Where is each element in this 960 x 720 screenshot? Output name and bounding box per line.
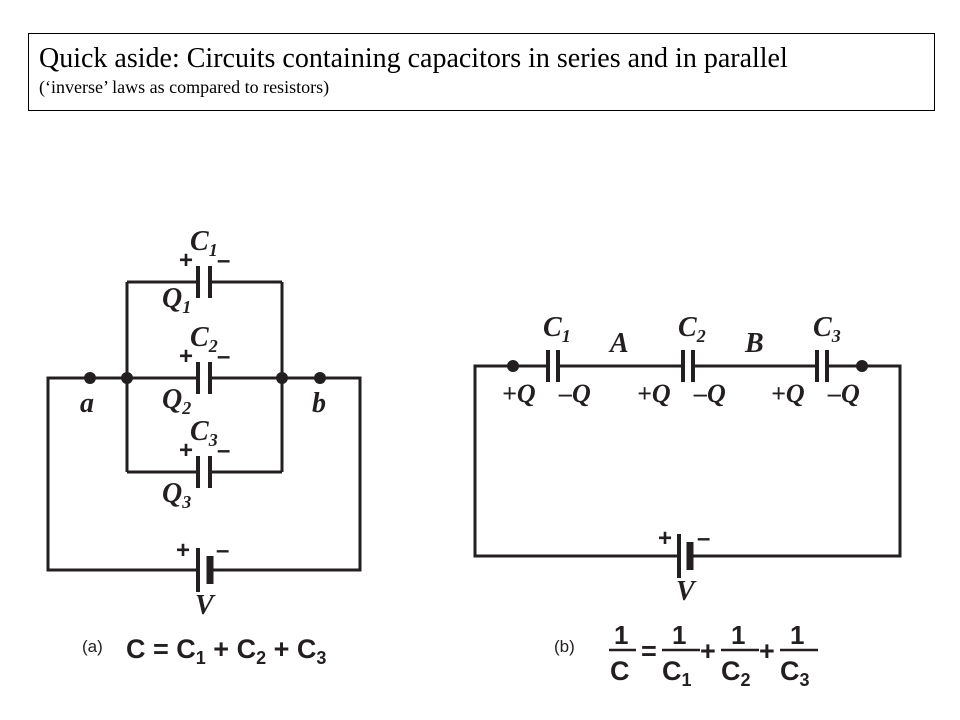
equation-b: 1 C = 1 C1 + 1 C2 + 1 C3 — [609, 620, 818, 690]
label-battery-a: V — [195, 590, 216, 621]
frac-den-1: C1 — [662, 656, 692, 690]
equals-sign: = — [641, 636, 657, 666]
label-battery-b: V — [676, 576, 697, 607]
frac-num-2: 1 — [731, 620, 745, 650]
label-c2-a: C2 — [190, 322, 218, 356]
plus-c3-a: + — [179, 437, 193, 464]
minus-c2-a: – — [217, 343, 230, 370]
label-node-B: B — [744, 328, 764, 359]
charge-minus-c3: –Q — [827, 379, 860, 408]
parallel-circuit: C1 + – Q1 C2 + – Q2 C3 + – Q3 a b + – V … — [46, 226, 362, 668]
battery-b — [677, 534, 694, 578]
junction-left-dot — [121, 372, 133, 384]
terminal-right-dot — [856, 360, 868, 372]
series-circuit: C1 C2 C3 A B +Q –Q +Q –Q +Q –Q + – V (b)… — [473, 312, 902, 690]
frac-den-lhs: C — [610, 656, 630, 686]
minus-c1-a: – — [217, 247, 230, 274]
plus-sign-1: + — [700, 636, 716, 666]
label-c1-b: C1 — [543, 312, 571, 346]
frac-den-3: C3 — [780, 656, 810, 690]
label-c2-b: C2 — [678, 312, 706, 346]
label-node-b: b — [312, 388, 326, 419]
minus-battery-a: – — [216, 537, 229, 564]
plus-c2-a: + — [179, 343, 193, 370]
battery-a — [196, 548, 214, 592]
charge-plus-c3: +Q — [771, 379, 805, 408]
frac-num-lhs: 1 — [614, 620, 628, 650]
capacitor-c1-a — [196, 266, 212, 298]
label-q3-a: Q3 — [162, 478, 191, 512]
charge-minus-c1: –Q — [558, 379, 591, 408]
caption-a: (a) — [82, 637, 103, 656]
slide-subtitle: (‘inverse’ laws as compared to resistors… — [39, 77, 330, 97]
slide-title: Quick aside: Circuits containing capacit… — [39, 43, 788, 74]
label-c1-a: C1 — [190, 226, 218, 260]
minus-c3-a: – — [217, 437, 230, 464]
plus-battery-a: + — [176, 537, 190, 564]
minus-battery-b: – — [697, 525, 710, 552]
charge-plus-c1: +Q — [502, 379, 536, 408]
capacitor-c2-a — [196, 362, 212, 394]
label-node-a: a — [80, 388, 94, 419]
plus-battery-b: + — [658, 525, 672, 552]
junction-right-dot — [276, 372, 288, 384]
frac-num-3: 1 — [790, 620, 804, 650]
equation-a: C = C1 + C2 + C3 — [126, 634, 326, 668]
terminal-left-dot — [507, 360, 519, 372]
label-q1-a: Q1 — [162, 283, 191, 317]
caption-b: (b) — [554, 637, 575, 656]
plus-sign-2: + — [759, 636, 775, 666]
frac-num-1: 1 — [672, 620, 686, 650]
label-q2-a: Q2 — [162, 384, 191, 418]
node-b-dot — [314, 372, 326, 384]
capacitor-c1-b — [546, 350, 560, 382]
capacitor-c3-a — [196, 456, 212, 488]
wire-a-outer — [46, 376, 362, 572]
label-c3-a: C3 — [190, 416, 218, 450]
title-box: Quick aside: Circuits containing capacit… — [28, 33, 935, 111]
label-c3-b: C3 — [813, 312, 841, 346]
label-node-A: A — [608, 328, 629, 359]
capacitor-c3-b — [815, 350, 829, 382]
plus-c1-a: + — [179, 247, 193, 274]
capacitor-c2-b — [681, 350, 695, 382]
charge-minus-c2: –Q — [693, 379, 726, 408]
charge-plus-c2: +Q — [637, 379, 671, 408]
frac-den-2: C2 — [721, 656, 751, 690]
node-a-dot — [84, 372, 96, 384]
wire-b-outer — [473, 364, 902, 558]
